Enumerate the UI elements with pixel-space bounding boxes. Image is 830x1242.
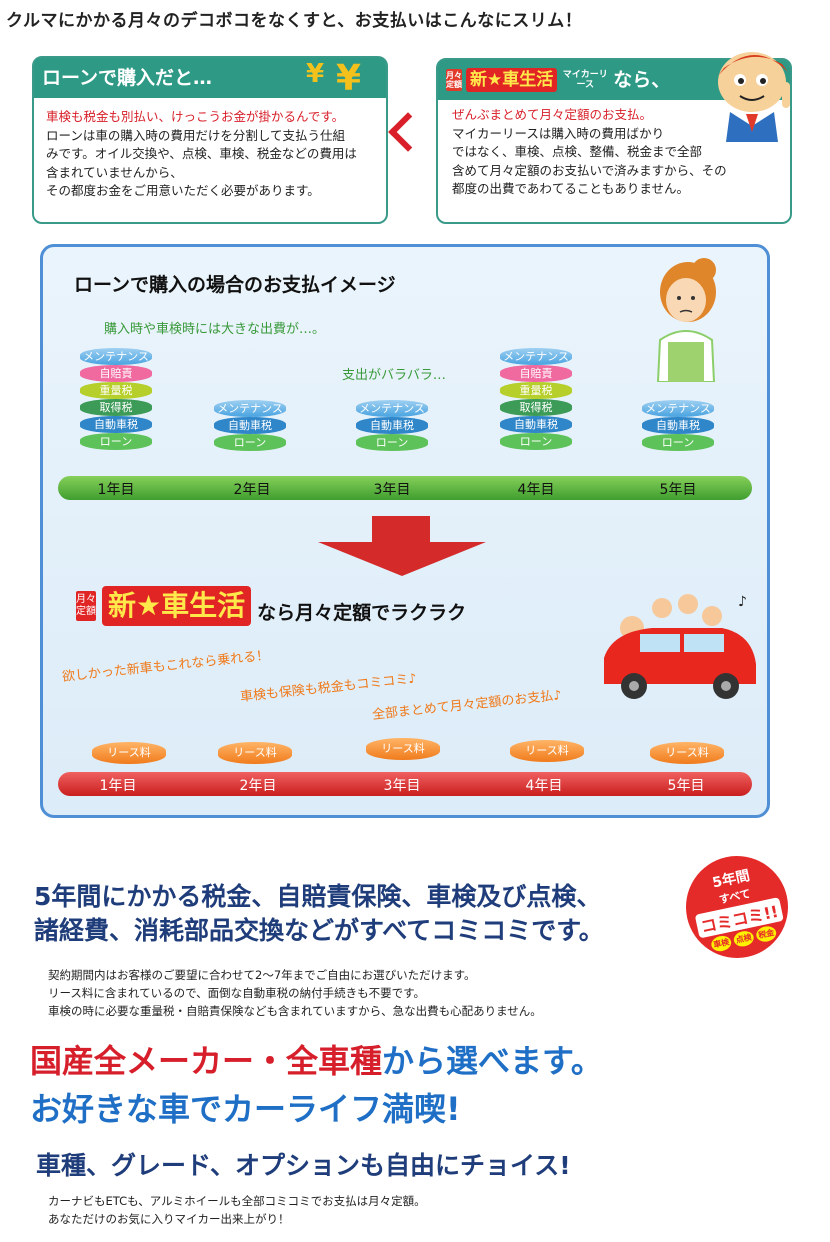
page-headline: クルマにかかる月々のデコボコをなくすと、お支払いはこんなにスリム！ xyxy=(6,11,583,31)
stack-layer-loan: ローン xyxy=(214,434,286,451)
year-label: 3年目 xyxy=(373,482,411,498)
five-year-badge: 5年間 すべて コミコミ!! 車検 点検 税金 xyxy=(676,846,798,968)
choice-heading: 車種、グレード、オプションも自由にチョイス! xyxy=(36,1151,571,1180)
loan-box-line: ローンは車の購入時の費用だけを分割して支払う仕組 xyxy=(46,127,346,143)
loan-stack-year1: メンテナンス 自賠責 重量税 取得税 自動車税 ローン xyxy=(80,348,152,450)
chevron-left-icon xyxy=(388,112,428,152)
loan-note-irregular: 支出がバラバラ… xyxy=(342,368,446,383)
badge-chip: 税金 xyxy=(754,924,778,944)
stack-layer-maintenance: メンテナンス xyxy=(80,348,152,365)
stack-layer-jidosha: 自動車税 xyxy=(356,417,428,434)
loan-stack-year2: メンテナンス 自動車税 ローン xyxy=(214,400,286,451)
note-line: 車検の時に必要な重量税・自賠責保険なども含まれていますから、急な出費も心配ありま… xyxy=(48,1004,542,1018)
loan-box-title: ローンで購入だと… xyxy=(34,58,386,98)
worried-woman-icon xyxy=(650,256,722,383)
lease-box-line: ではなく、車検、点検、整備、税金まで全部 xyxy=(452,144,703,159)
loan-explanation-box: ローンで購入だと… 車検も税金も別払い、けっこうお金が掛かるんです。 ローンは車… xyxy=(32,56,388,224)
stack-layer-jibai: 自賠責 xyxy=(80,365,152,382)
stack-layer-jidosha: 自動車税 xyxy=(642,417,714,434)
svg-text:♪: ♪ xyxy=(738,594,747,610)
family-car-icon: ♪ xyxy=(592,588,762,708)
stack-layer-maintenance: メンテナンス xyxy=(356,400,428,417)
note-line: あなただけのお気に入りマイカー出来上がり！ xyxy=(48,1212,290,1226)
year-label: 1年目 xyxy=(97,482,135,498)
year-label: 4年目 xyxy=(525,778,563,794)
brand-paren: マイカーリース xyxy=(562,70,608,90)
loan-image-title: ローンで購入の場合のお支払イメージ xyxy=(74,274,396,296)
brand-logo: 新★車生活 xyxy=(102,586,252,626)
loan-box-line: 含まれていませんから、 xyxy=(46,164,183,180)
stack-layer-maintenance: メンテナンス xyxy=(642,400,714,417)
lease-fee-drum: リース料 xyxy=(510,740,584,762)
contract-notes: 契約期間内はお客様のご要望に合わせて2～7年までご自由にお選びいただけます。 リ… xyxy=(48,966,542,1020)
stack-layer-jidosha: 自動車税 xyxy=(80,416,152,433)
lease-image-title: なら月々定額でラクラク xyxy=(257,601,467,624)
lease-box-line: 含めて月々定額のお支払いで済みますから、その xyxy=(452,162,727,178)
lease-box-suffix: なら、 xyxy=(613,69,671,91)
maker-choice-red: 国産全メーカー・全車種 xyxy=(30,1042,383,1080)
loan-stack-year3: メンテナンス 自動車税 ローン xyxy=(356,400,428,451)
stack-layer-jidosha: 自動車税 xyxy=(214,417,286,434)
note-line: リース料に含まれているので、面倒な自動車税の納付手続きも不要です。 xyxy=(48,986,425,1000)
stack-layer-jidosha: 自動車税 xyxy=(500,416,572,433)
loan-stack-year5: メンテナンス 自動車税 ローン xyxy=(642,400,714,451)
lease-box-body: ぜんぶまとめて月々定額のお支払。 マイカーリースは購入時の費用ばかり ではなく、… xyxy=(438,100,790,199)
lease-fee-drum: リース料 xyxy=(650,742,724,764)
yen-mascot-icon: ¥¥ xyxy=(300,50,380,99)
monthly-fixed-tag: 月々定額 xyxy=(76,591,96,621)
heading-line: 諸経費、消耗部品交換などがすべてコミコミです。 xyxy=(34,916,604,945)
loan-note-large-expense: 購入時や車検時には大きな出費が…。 xyxy=(104,322,326,337)
stack-layer-shutoku: 取得税 xyxy=(500,399,572,416)
year-label: 2年目 xyxy=(233,482,271,498)
stack-layer-jyuryo: 重量税 xyxy=(80,382,152,399)
lease-fee-drum: リース料 xyxy=(366,738,440,760)
year-label: 5年目 xyxy=(667,778,705,794)
lease-fee-drum: リース料 xyxy=(218,742,292,764)
stack-layer-loan: ローン xyxy=(356,434,428,451)
stack-layer-loan: ローン xyxy=(500,433,572,450)
lease-box-highlight: ぜんぶまとめて月々定額のお支払。 xyxy=(452,107,653,122)
lease-box-line: マイカーリースは購入時の費用ばかり xyxy=(452,125,665,141)
stack-layer-maintenance: メンテナンス xyxy=(500,348,572,365)
stack-layer-loan: ローン xyxy=(642,434,714,451)
car-life-heading: お好きな車でカーライフ満喫! xyxy=(30,1090,461,1128)
monthly-fixed-tag: 月々定額 xyxy=(446,69,462,91)
mascot-character-icon xyxy=(712,42,798,146)
maker-choice-heading: 国産全メーカー・全車種から選べます。 xyxy=(30,1036,603,1082)
lease-year-bar xyxy=(58,772,752,796)
loan-year-bar xyxy=(58,476,752,500)
arrow-down-head-icon xyxy=(318,542,486,576)
stack-layer-shutoku: 取得税 xyxy=(80,399,152,416)
note-line: カーナビもETCも、アルミホイールも全部コミコミでお支払は月々定額。 xyxy=(48,1194,426,1208)
all-inclusive-heading: 5年間にかかる税金、自賠責保険、車検及び点検、 諸経費、消耗部品交換などがすべて… xyxy=(34,880,604,948)
badge-chip: 車検 xyxy=(709,934,733,953)
loan-box-line: その都度お金をご用意いただく必要があります。 xyxy=(46,183,320,198)
svg-text:¥: ¥ xyxy=(336,58,361,98)
year-label: 4年目 xyxy=(517,482,555,498)
arrow-down-icon xyxy=(372,516,430,542)
note-line: 契約期間内はお客様のご要望に合わせて2～7年までご自由にお選びいただけます。 xyxy=(48,968,476,982)
loan-box-body: 車検も税金も別払い、けっこうお金が掛かるんです。 ローンは車の購入時の費用だけを… xyxy=(34,98,386,201)
stack-layer-loan: ローン xyxy=(80,433,152,450)
lease-image-title-row: 月々定額 新★車生活 なら月々定額でラクラク xyxy=(76,586,466,626)
heading-line: 5年間にかかる税金、自賠責保険、車検及び点検、 xyxy=(34,882,602,911)
lease-box-line: 都度の出費であわてることもありません。 xyxy=(452,181,690,196)
choice-notes: カーナビもETCも、アルミホイールも全部コミコミでお支払は月々定額。 あなただけ… xyxy=(48,1192,426,1228)
year-label: 1年目 xyxy=(99,778,137,794)
year-label: 5年目 xyxy=(659,482,697,498)
lease-fee-drum: リース料 xyxy=(92,742,166,764)
loan-box-line: みです。オイル交換や、点検、車検、税金などの費用は xyxy=(46,146,357,161)
stack-layer-maintenance: メンテナンス xyxy=(214,400,286,417)
stack-layer-jibai: 自賠責 xyxy=(500,365,572,382)
loan-box-highlight: 車検も税金も別払い、けっこうお金が掛かるんです。 xyxy=(46,109,345,124)
year-label: 2年目 xyxy=(239,778,277,794)
maker-choice-blue: から選べます。 xyxy=(382,1042,603,1080)
loan-stack-year4: メンテナンス 自賠責 重量税 取得税 自動車税 ローン xyxy=(500,348,572,450)
svg-text:¥: ¥ xyxy=(306,59,324,89)
badge-chip: 点検 xyxy=(732,929,756,949)
year-label: 3年目 xyxy=(383,778,421,794)
brand-logo: 新★車生活 xyxy=(466,68,558,92)
stack-layer-jyuryo: 重量税 xyxy=(500,382,572,399)
